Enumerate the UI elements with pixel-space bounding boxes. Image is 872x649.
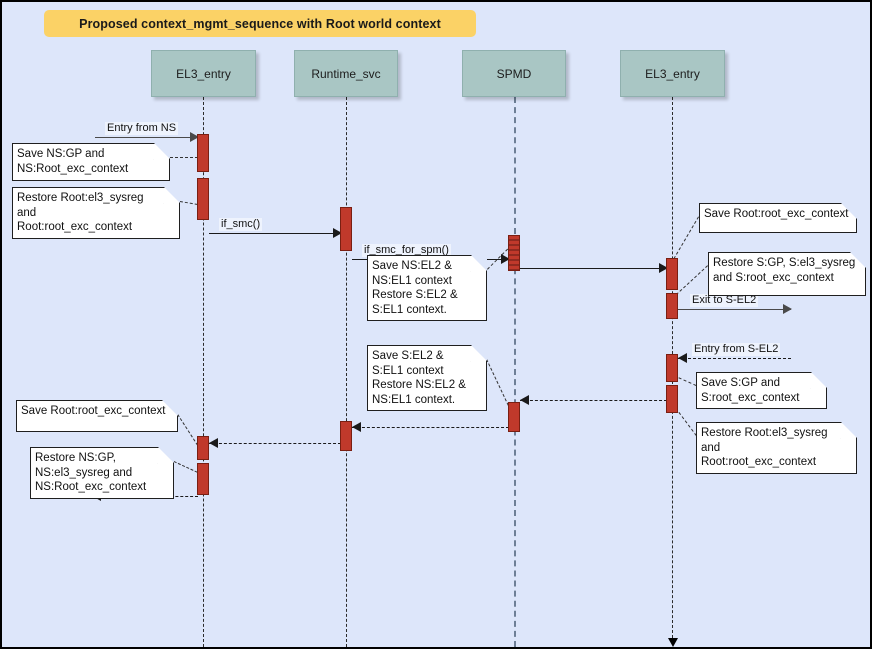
note-box: Save NS:EL2 & NS:EL1 context Restore S:E… [367,255,487,321]
message-arrowhead [501,254,510,264]
note-text: Save Root:root_exc_context [21,405,166,417]
note-text: Save NS:GP and NS:Root_exc_context [17,148,129,175]
message-arrowhead [190,132,199,142]
actor-label-spmd: SPMD [496,66,532,81]
activation-bar [508,402,520,432]
diagram-title-banner: Proposed context_mgmt_sequence with Root… [44,10,476,37]
message-label: if_smc() [219,218,263,231]
activation-bar [197,178,209,220]
activation-bar [340,207,352,251]
note-box: Save S:EL2 & S:EL1 context Restore NS:EL… [367,345,487,411]
actor-box-el3_entry_right[interactable]: EL3_entry [620,50,725,97]
activation-bar [666,293,678,319]
actor-box-spmd[interactable]: SPMD [462,50,566,97]
note-fold-edge-icon [840,203,857,220]
message-arrowhead [352,422,361,432]
note-box: Restore Root:el3_sysreg and Root:root_ex… [696,422,857,474]
lifeline-el3_entry_left [203,97,204,647]
note-fold-edge-icon [157,447,174,464]
message-arrowhead [678,353,687,363]
message-label: Entry from S-EL2 [692,343,781,356]
activation-bar [666,354,678,382]
message-line [95,137,198,138]
message-label: Exit to S-EL2 [690,294,759,307]
message-line [520,400,667,401]
note-box: Save Root:root_exc_context [699,203,857,233]
lifeline-spmd [514,97,516,647]
actor-label-runtime_svc: Runtime_svc [311,66,381,81]
actor-box-el3_entry_left[interactable]: EL3_entry [151,50,256,97]
activation-bar [508,235,520,271]
note-text: Restore NS:GP, NS:el3_sysreg and NS:Root… [35,452,147,493]
note-fold-edge-icon [810,372,827,389]
message-label: Entry from NS [105,122,179,135]
activation-bar [197,436,209,460]
note-connector [179,201,198,205]
message-line [352,427,509,428]
note-fold-edge-icon [163,187,180,204]
activation-bar [666,258,678,290]
actor-label-el3_entry_right: EL3_entry [645,66,700,81]
note-text: Save S:EL2 & S:EL1 context Restore NS:EL… [372,350,466,406]
note-text: Save Root:root_exc_context [704,208,849,220]
note-fold-edge-icon [849,252,866,269]
diagram-title: Proposed context_mgmt_sequence with Root… [79,16,441,31]
note-connector [177,414,198,446]
activation-bar [340,421,352,451]
note-fold-edge-icon [161,400,178,417]
note-box: Save NS:GP and NS:Root_exc_context [12,143,170,181]
note-text: Save S:GP and S:root_exc_context [701,377,800,404]
message-line [678,358,791,359]
activation-bar [666,385,678,413]
note-text: Restore S:GP, S:el3_sysreg and S:root_ex… [713,257,856,284]
lifeline-end-arrow-el3_entry_right [668,638,678,647]
message-arrowhead [659,263,668,273]
actor-box-runtime_svc[interactable]: Runtime_svc [294,50,398,97]
lifeline-runtime_svc [346,97,347,647]
message-arrowhead [520,395,529,405]
note-box: Save Root:root_exc_context [16,400,178,432]
note-box: Restore S:GP, S:el3_sysreg and S:root_ex… [708,252,866,296]
note-box: Restore NS:GP, NS:el3_sysreg and NS:Root… [30,447,174,499]
note-fold-edge-icon [153,143,170,160]
activation-bar [197,463,209,495]
message-line [209,443,341,444]
actor-label-el3_entry_left: EL3_entry [176,66,231,81]
message-arrowhead [783,304,792,314]
note-text: Restore Root:el3_sysreg and Root:root_ex… [701,427,828,468]
note-fold-edge-icon [470,345,487,362]
message-arrowhead [209,438,218,448]
message-arrowhead [333,228,342,238]
note-fold-edge-icon [840,422,857,439]
note-connector [173,461,198,473]
note-box: Restore Root:el3_sysreg and Root:root_ex… [12,187,180,239]
note-fold-edge-icon [470,255,487,272]
note-connector [170,157,198,158]
note-text: Save NS:EL2 & NS:EL1 context Restore S:E… [372,260,458,316]
note-text: Restore Root:el3_sysreg and Root:root_ex… [17,192,144,233]
message-line [678,309,791,310]
message-line [209,233,341,234]
message-label: if_smc_for_spm() [362,244,451,257]
note-box: Save S:GP and S:root_exc_context [696,372,827,409]
message-line [520,268,667,269]
activation-bar [197,134,209,172]
